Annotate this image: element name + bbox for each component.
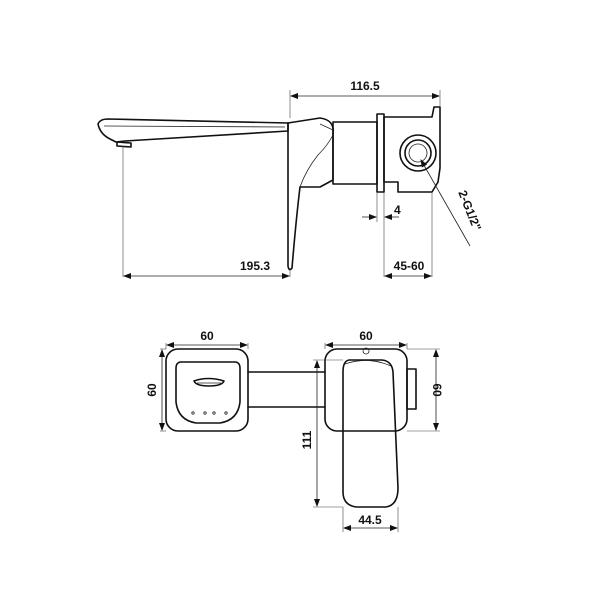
dim-label-lever-height: 111 (300, 430, 314, 449)
inlet-connector-inner (404, 139, 432, 167)
spout-dot-left (191, 411, 195, 415)
dim-label-total-depth: 116.5 (350, 79, 380, 93)
spout-outlet (193, 377, 225, 387)
dim-label-wall-gap: 4 (394, 203, 401, 217)
valve-box (383, 106, 441, 193)
dim-label-lever-width: 44.5 (358, 513, 382, 527)
dim-label-spout-reach: 195.3 (240, 259, 270, 273)
spout-inner-line (103, 125, 286, 128)
inlet-connector-outer (399, 134, 437, 172)
handle-lever-top-cap (344, 360, 392, 367)
spout-dot-right (224, 411, 228, 415)
dim-label-handle-height: 60 (430, 383, 444, 397)
side-view: 116.5 195.3 45-60 4 2-G1/2" (97, 79, 484, 279)
dim-label-spout-height: 60 (145, 383, 159, 397)
front-view: 60 60 60 60 111 44.5 (145, 329, 444, 532)
inlet-connector-core (408, 143, 428, 163)
spout-outline (97, 118, 289, 143)
lever-cap (319, 123, 334, 131)
lever-body (287, 117, 335, 271)
handle-side-stub (406, 368, 417, 410)
thread-leader-line (420, 159, 471, 247)
dim-label-spout-width: 60 (200, 329, 214, 343)
dim-label-handle-width: 60 (359, 329, 373, 343)
spout-plate (165, 348, 249, 432)
spout-face (175, 361, 241, 424)
dim-label-wall-range: 45-60 (394, 259, 425, 273)
spout-aerator (116, 141, 132, 148)
handle-pivot (362, 347, 370, 355)
spout-dot-mid-left (203, 411, 207, 415)
handle-lever (342, 359, 399, 508)
dim-label-thread: 2-G1/2" (455, 188, 484, 233)
body-cylinder (332, 121, 378, 185)
spout-dot-mid-right (212, 411, 216, 415)
wall-flange (376, 113, 385, 193)
lever-curve (299, 134, 334, 188)
